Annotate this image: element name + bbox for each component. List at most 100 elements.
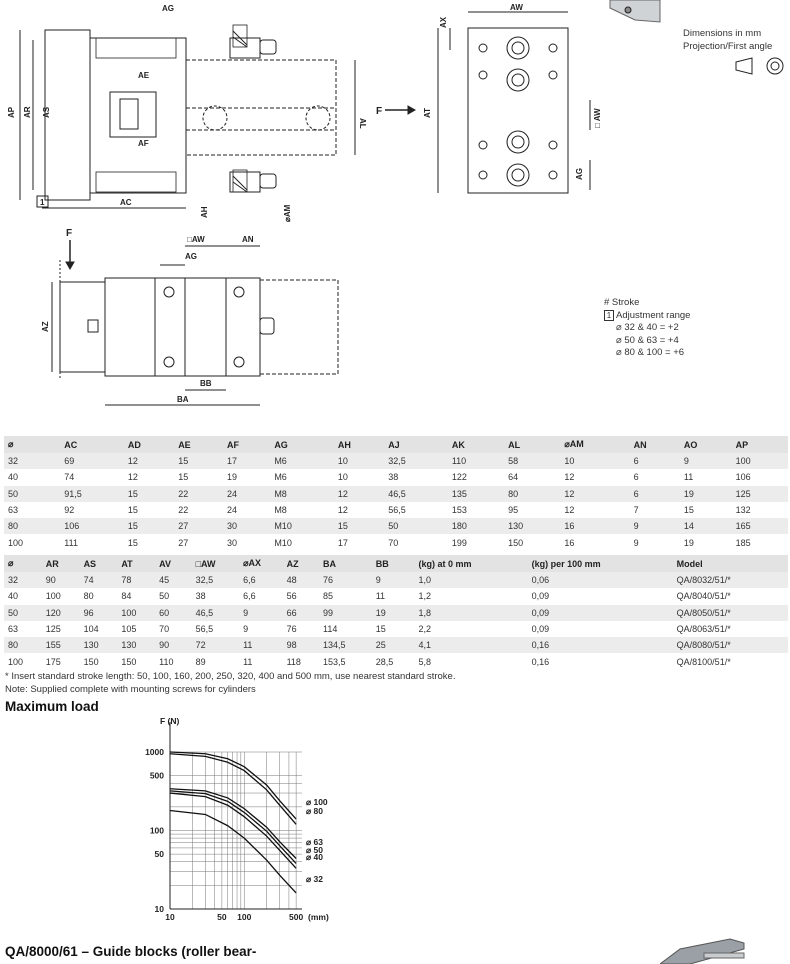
table-cell: 104 bbox=[79, 620, 118, 638]
table-cell: 15 bbox=[174, 453, 224, 470]
table-cell: 19 bbox=[371, 604, 415, 621]
x-tick-label: 10 bbox=[165, 912, 175, 922]
table-cell: 12 bbox=[333, 501, 385, 519]
table-cell: 32,5 bbox=[384, 453, 448, 470]
legend-r2: ⌀ 50 & 63 = +4 bbox=[616, 334, 679, 346]
table1-header-cell: AJ bbox=[384, 436, 448, 453]
table2-header-cell: ⌀ bbox=[4, 555, 42, 572]
table-cell: 84 bbox=[117, 588, 156, 605]
table-cell: 122 bbox=[447, 469, 505, 486]
table-cell: 50 bbox=[155, 588, 192, 605]
series-line bbox=[169, 788, 297, 859]
table-cell: 105 bbox=[117, 620, 156, 638]
table2-header-cell: AT bbox=[117, 555, 156, 572]
label-ax: AX bbox=[439, 16, 448, 28]
table-cell: 50 bbox=[4, 485, 61, 502]
table-cell: 38 bbox=[191, 588, 240, 605]
table-cell: 185 bbox=[731, 534, 788, 551]
label-af: AF bbox=[138, 139, 149, 148]
table-cell: 0,09 bbox=[527, 604, 673, 621]
x-axis-label: (mm) bbox=[308, 912, 329, 922]
table-cell: 150 bbox=[117, 653, 156, 670]
label-f-bottom: F bbox=[66, 228, 72, 239]
y-tick-label: 100 bbox=[150, 826, 164, 836]
table-cell: 69 bbox=[60, 453, 124, 470]
table-cell: 1,2 bbox=[414, 588, 528, 605]
table-cell: QA/8100/51/* bbox=[672, 653, 788, 670]
table-cell: 40 bbox=[4, 469, 61, 486]
series-line bbox=[169, 751, 297, 820]
table-cell: M8 bbox=[270, 485, 334, 502]
table-cell: 70 bbox=[155, 620, 192, 638]
table-cell: 9 bbox=[629, 518, 680, 535]
section-title-max-load: Maximum load bbox=[5, 699, 99, 714]
label-aw-bottom: □AW bbox=[187, 235, 205, 244]
table1-header-cell: ⌀AM bbox=[560, 436, 630, 453]
table-cell: 5,8 bbox=[414, 653, 528, 670]
table-cell: 45 bbox=[155, 572, 192, 589]
table-cell: 80 bbox=[504, 485, 561, 502]
table-cell: 56,5 bbox=[191, 620, 240, 638]
dimension-line2: Projection/First angle bbox=[683, 40, 773, 52]
table-cell: 6,6 bbox=[239, 588, 283, 605]
table-cell: 15 bbox=[123, 534, 175, 551]
table-cell: 17 bbox=[223, 453, 271, 470]
table-cell: 6,6 bbox=[239, 572, 283, 589]
table-cell: 91,5 bbox=[60, 485, 124, 502]
table-cell: 155 bbox=[41, 637, 80, 654]
label-ag-bottom: AG bbox=[185, 252, 197, 261]
series-line bbox=[169, 753, 297, 825]
table1-header-cell: AD bbox=[123, 436, 175, 453]
table1-header-cell: ⌀ bbox=[4, 436, 61, 453]
table-cell: 22 bbox=[174, 501, 224, 519]
table-cell: 78 bbox=[117, 572, 156, 589]
table-cell: 10 bbox=[333, 469, 385, 486]
guide-block-photo bbox=[660, 938, 745, 964]
table-cell: 0,06 bbox=[527, 572, 673, 589]
table-cell: 6 bbox=[629, 453, 680, 470]
legend-stroke: # Stroke bbox=[604, 297, 640, 308]
table-cell: 153 bbox=[447, 501, 505, 519]
table-cell: 12 bbox=[560, 485, 630, 502]
table-cell: 27 bbox=[174, 534, 224, 551]
table-cell: 4,1 bbox=[414, 637, 528, 654]
table-cell: 9 bbox=[239, 604, 283, 621]
table-cell: 25 bbox=[371, 637, 415, 654]
next-section-title: QA/8000/61 – Guide blocks (roller bear- bbox=[5, 944, 257, 959]
table-cell: M6 bbox=[270, 469, 334, 486]
table-cell: 7 bbox=[629, 501, 680, 519]
table-cell: M8 bbox=[270, 501, 334, 519]
x-tick-label: 100 bbox=[237, 912, 251, 922]
table-cell: 32 bbox=[4, 572, 42, 589]
x-tick-label: 500 bbox=[289, 912, 303, 922]
table-cell: 58 bbox=[504, 453, 561, 470]
table-cell: 12 bbox=[123, 469, 175, 486]
table-cell: 90 bbox=[41, 572, 80, 589]
table-cell: 32,5 bbox=[191, 572, 240, 589]
table2-header-cell: Model bbox=[672, 555, 788, 572]
dimension-note: Dimensions in mm Projection/First angle bbox=[683, 28, 772, 53]
table-cell: 125 bbox=[41, 620, 80, 638]
label-ag-right: AG bbox=[575, 168, 584, 180]
table1-header-cell: AK bbox=[447, 436, 505, 453]
table-cell: 90 bbox=[155, 637, 192, 654]
table2-header-cell: AS bbox=[79, 555, 118, 572]
table-cell: 180 bbox=[447, 518, 505, 535]
series-label: ⌀ 50 bbox=[306, 845, 323, 855]
table2-header-cell: AR bbox=[41, 555, 80, 572]
table-cell: 125 bbox=[731, 485, 788, 502]
table-cell: 132 bbox=[731, 501, 788, 519]
table-cell: 95 bbox=[504, 501, 561, 519]
table1-header-cell: AO bbox=[679, 436, 732, 453]
table-cell: 9 bbox=[679, 453, 732, 470]
series-line bbox=[169, 790, 297, 864]
label-ac: AC bbox=[120, 198, 132, 207]
